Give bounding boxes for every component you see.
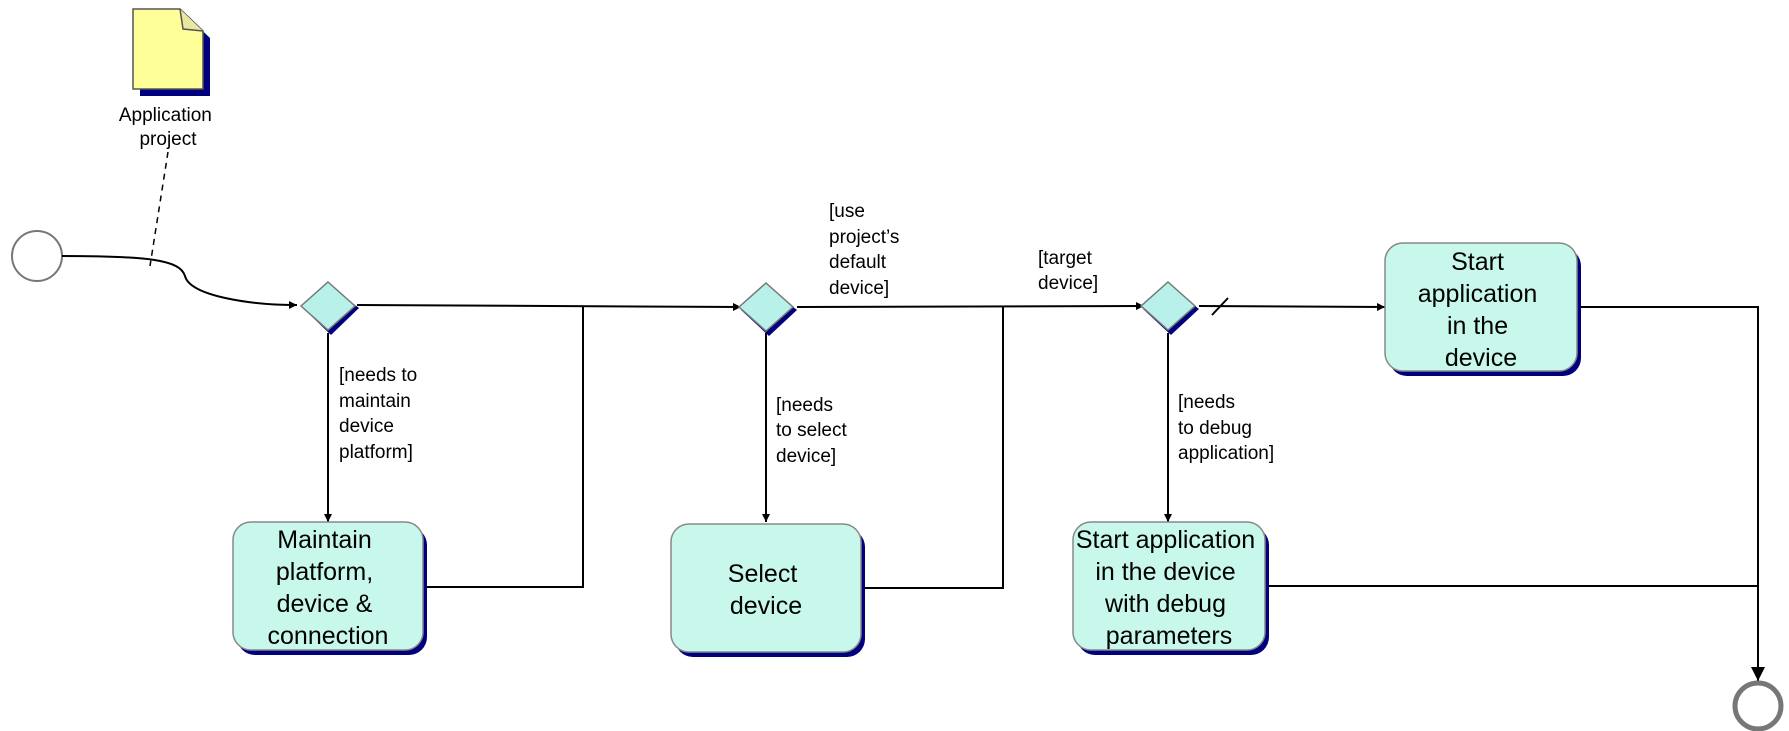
activity-start-line-3: in the (1447, 312, 1508, 340)
default-flow-slash (1211, 297, 1229, 316)
gateway-2[interactable] (737, 281, 797, 336)
gateway-3-diamond (1139, 280, 1197, 332)
gateway-1-diamond (299, 280, 357, 332)
guard-needs-maintain-platform: [needs to maintain device platform] (339, 365, 422, 463)
activity-start-line-2: application (1418, 280, 1538, 308)
activity-debug-label: Start application in the device with deb… (1076, 526, 1262, 650)
guard-g2r-line-2: project’s (829, 227, 899, 248)
guard-g2r-line-4: device] (829, 278, 889, 299)
activity-debug-box (1072, 521, 1266, 651)
guard-g3r-line-2: device] (1038, 273, 1098, 294)
guard-g2d-line-1: [needs (776, 395, 833, 416)
guard-needs-select-device: [needs to select device] (776, 395, 852, 467)
activity-maintain-line-1: Maintain (277, 526, 372, 554)
flow-maintain-to-gateway-2 (427, 307, 584, 588)
activity-maintain-platform[interactable]: Maintain platform, device & connection (232, 521, 427, 655)
activity-start-box (1384, 242, 1578, 372)
flow-gateway-1-to-gateway-2 (356, 302, 742, 311)
guard-g3d-line-1: [needs (1178, 392, 1235, 413)
gateway-2-diamond (737, 281, 795, 333)
flow-gateway-3-to-start-app (1198, 302, 1386, 311)
guard-target-device: [target device] (1038, 248, 1098, 294)
activity-debug-line-4: parameters (1106, 622, 1232, 650)
activity-maintain-line-2: platform, (276, 558, 373, 586)
guard-use-default-device: [use project’s default device] (829, 201, 905, 299)
guard-g3d-line-2: to debug (1178, 418, 1252, 439)
artifact-application-project[interactable]: Application project (119, 8, 217, 150)
flow-start-app-to-end (1577, 306, 1765, 681)
artifact-label: Application project (119, 105, 217, 150)
flow-start-to-gateway-1 (61, 255, 298, 309)
guard-g2d-line-2: to select (776, 420, 847, 441)
activity-start-application[interactable]: Start application in the device (1384, 242, 1581, 376)
activity-start-line-1: Start (1451, 248, 1504, 276)
activity-maintain-line-3: device & (277, 590, 373, 618)
activity-debug-line-3: with debug (1104, 590, 1226, 618)
activity-start-line-4: device (1445, 344, 1517, 372)
activity-select-line-2: device (730, 592, 802, 620)
start-event[interactable] (11, 230, 63, 282)
activity-start-debug[interactable]: Start application in the device with deb… (1072, 521, 1269, 655)
activity-select-label: Select device (728, 560, 804, 620)
gateway-1[interactable] (299, 280, 359, 335)
association-dashed-line (149, 151, 169, 267)
activity-maintain-line-4: connection (268, 622, 389, 650)
guard-g2r-line-1: [use (829, 201, 865, 222)
guard-g1-line-4: platform] (339, 442, 413, 463)
guard-g2r-line-3: default (829, 252, 887, 273)
guard-g3d-line-3: application] (1178, 443, 1274, 464)
guard-g1-line-2: maintain (339, 391, 411, 412)
activity-select-device[interactable]: Select device (670, 523, 865, 657)
activity-debug-line-2: in the device (1095, 558, 1235, 586)
artifact-label-line-2: project (139, 129, 197, 150)
guard-needs-debug-application: [needs to debug application] (1178, 392, 1274, 464)
flow-gateway-2-to-gateway-3 (796, 302, 1145, 311)
gateway-3[interactable] (1139, 280, 1199, 335)
guard-g2d-line-3: device] (776, 446, 836, 467)
activity-select-line-1: Select (728, 560, 798, 588)
guard-g3r-line-1: [target (1038, 248, 1093, 269)
guard-g1-line-1: [needs to (339, 365, 417, 386)
activity-debug-line-1: Start application (1076, 526, 1255, 554)
document-fold (179, 8, 204, 32)
activity-select-box (670, 523, 862, 653)
activity-maintain-label: Maintain platform, device & connection (268, 526, 389, 650)
artifact-label-line-1: Application (119, 105, 212, 126)
end-event[interactable] (1732, 680, 1784, 731)
flow-select-to-gateway-3 (865, 306, 1004, 589)
activity-maintain-box (232, 521, 424, 651)
guard-g1-line-3: device (339, 416, 394, 437)
activity-start-label: Start application in the device (1418, 248, 1544, 372)
